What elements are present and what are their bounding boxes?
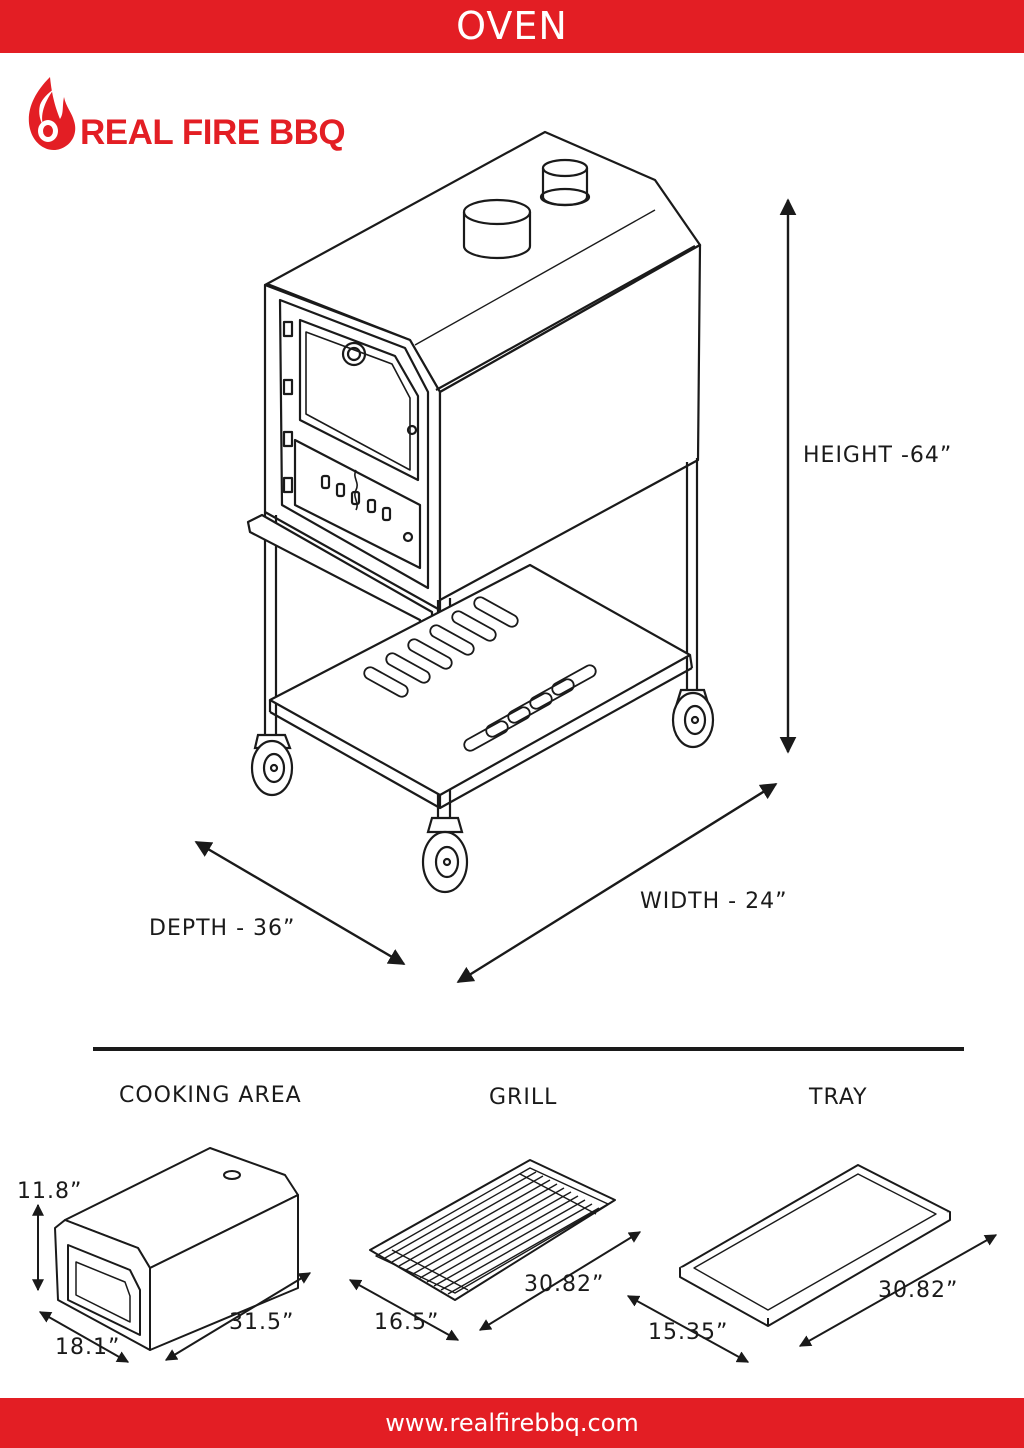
tray-width: 15.35”	[648, 1320, 729, 1345]
brand-logo: REAL FIRE BBQ	[22, 75, 362, 155]
height-label: HEIGHT -64”	[803, 443, 953, 468]
footer-bar: www.realfirebbq.com	[0, 1398, 1024, 1448]
grill-title: GRILL	[489, 1085, 558, 1110]
flame-icon	[28, 77, 76, 151]
cooking-area-length: 31.5”	[229, 1310, 295, 1335]
cooking-area-arrows	[32, 1203, 312, 1363]
oven-stand	[246, 458, 699, 818]
grill-width: 16.5”	[374, 1310, 440, 1335]
dimension-arrows	[194, 198, 797, 984]
page-title: OVEN	[456, 4, 568, 48]
website-url: www.realfirebbq.com	[385, 1409, 639, 1437]
cooking-area-title: COOKING AREA	[119, 1083, 302, 1108]
header-bar: OVEN	[0, 0, 1024, 53]
width-label: WIDTH - 24”	[640, 889, 788, 914]
cooking-area-height: 11.8”	[17, 1179, 83, 1204]
grill-arrows	[348, 1231, 642, 1341]
brand-name: REAL FIRE BBQ	[80, 113, 346, 152]
section-divider	[93, 1047, 964, 1051]
oven-body	[263, 130, 702, 612]
tray-arrows	[626, 1234, 998, 1363]
grill-length: 30.82”	[524, 1272, 605, 1297]
tray-length: 30.82”	[878, 1278, 959, 1303]
tray-title: TRAY	[809, 1085, 868, 1110]
depth-label: DEPTH - 36”	[149, 916, 296, 941]
cooking-area-width: 18.1”	[55, 1335, 121, 1360]
